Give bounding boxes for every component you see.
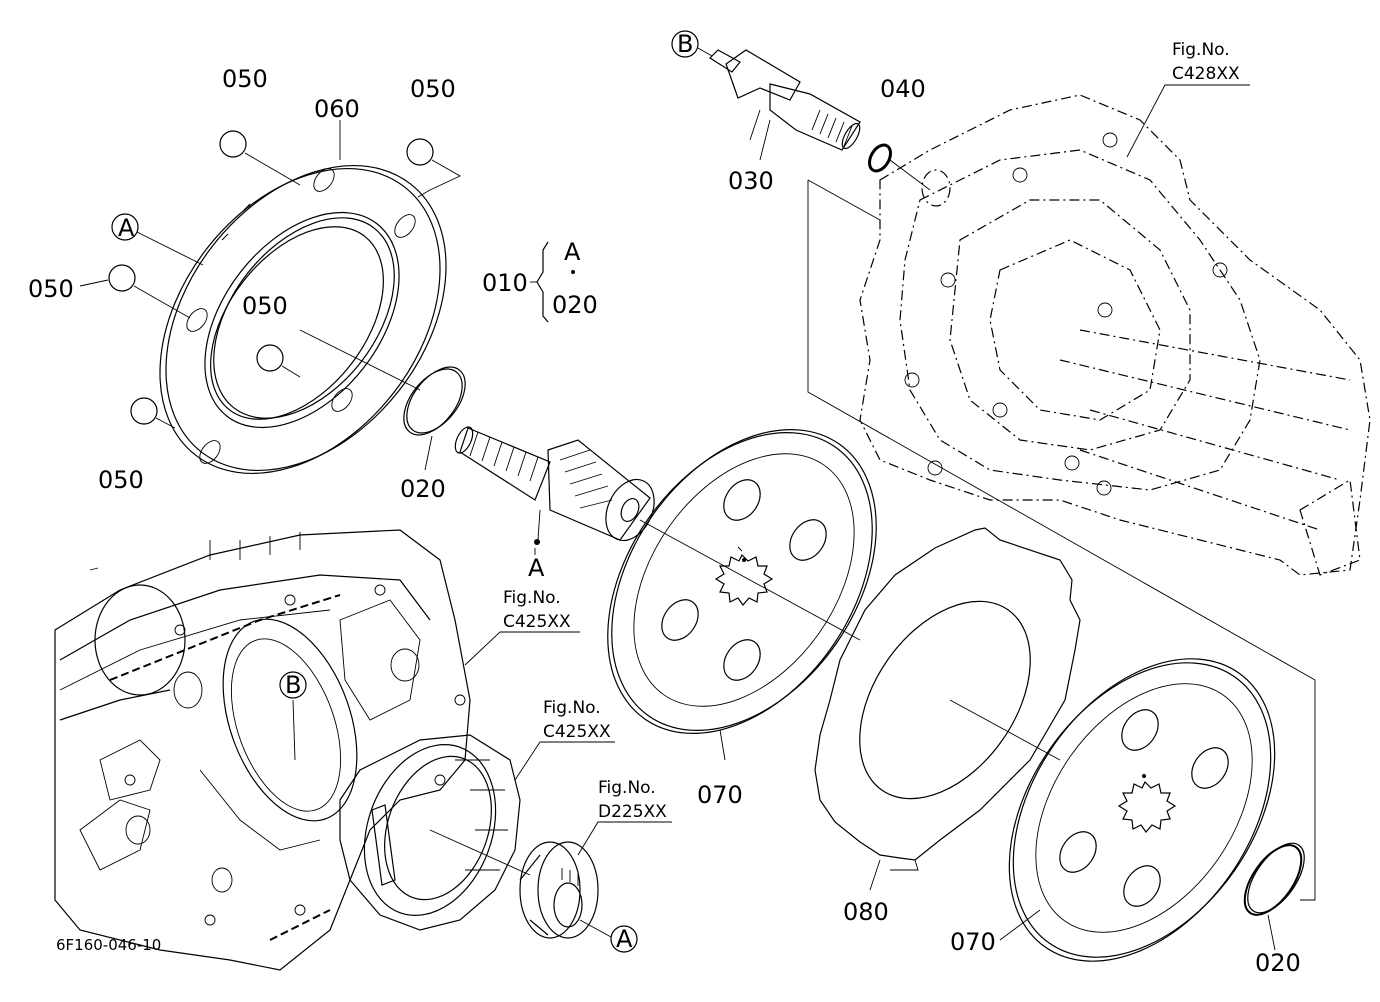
bearing-housing-c425 xyxy=(339,734,615,931)
snap-ring-020-right xyxy=(1243,842,1305,916)
callout-A-hub: A xyxy=(616,925,633,953)
callout-070-b: 070 xyxy=(950,928,996,956)
callout-010: 010 xyxy=(482,269,528,297)
callout-B-case: B xyxy=(285,671,301,699)
callout-A-left: A xyxy=(118,214,135,242)
callout-010-A: A xyxy=(564,238,581,266)
release-bearing-d225 xyxy=(519,821,672,953)
friction-disc-070-a xyxy=(607,429,877,734)
callout-060: 060 xyxy=(314,95,360,123)
callout-040: 040 xyxy=(880,75,926,103)
steel-balls-050 xyxy=(108,130,434,425)
callout-050-c: 050 xyxy=(28,275,74,303)
fig-ref-c425-a-title: Fig.No. xyxy=(503,588,561,608)
fig-ref-c428-title: Fig.No. xyxy=(1172,40,1230,60)
input-shaft-030 xyxy=(671,30,861,151)
fig-ref-c425-b-code: C425XX xyxy=(543,722,611,742)
callout-leaders xyxy=(111,119,1276,951)
callout-050-d: 050 xyxy=(242,292,288,320)
callout-050-b: 050 xyxy=(410,75,456,103)
fig-ref-d225-title: Fig.No. xyxy=(598,778,656,798)
figure-references: Fig.No. C428XX Fig.No. C425XX Fig.No. C4… xyxy=(503,40,1240,822)
fig-ref-d225-code: D225XX xyxy=(598,802,667,822)
snap-ring-020 xyxy=(403,366,466,436)
friction-disc-070-b xyxy=(949,658,1276,962)
fig-ref-c425-a-code: C425XX xyxy=(503,612,571,632)
callout-080: 080 xyxy=(843,898,889,926)
callout-030: 030 xyxy=(728,167,774,195)
cover-plate-060 xyxy=(159,165,447,474)
o-ring-040 xyxy=(868,143,931,191)
callout-010-020: 020 xyxy=(552,291,598,319)
steel-plate-080 xyxy=(814,527,1081,871)
fig-ref-c425-b-title: Fig.No. xyxy=(543,698,601,718)
gear-case-c425 xyxy=(54,529,580,971)
callout-050-e: 050 xyxy=(98,466,144,494)
fig-ref-c428-code: C428XX xyxy=(1172,64,1240,84)
callout-020-right: 020 xyxy=(1255,949,1301,977)
callout-A-shaft: A xyxy=(528,554,545,582)
callout-070-a: 070 xyxy=(697,781,743,809)
drawing-code: 6F160-046-10 xyxy=(56,936,161,954)
callout-050-a: 050 xyxy=(222,65,268,93)
callout-labels: 050 060 050 A 050 050 050 020 010 A 020 … xyxy=(28,30,1301,977)
ball-leader-lines xyxy=(79,152,461,429)
callout-020-ring: 020 xyxy=(400,475,446,503)
transmission-case-c428 xyxy=(807,84,1371,901)
callout-B-top: B xyxy=(677,30,693,58)
